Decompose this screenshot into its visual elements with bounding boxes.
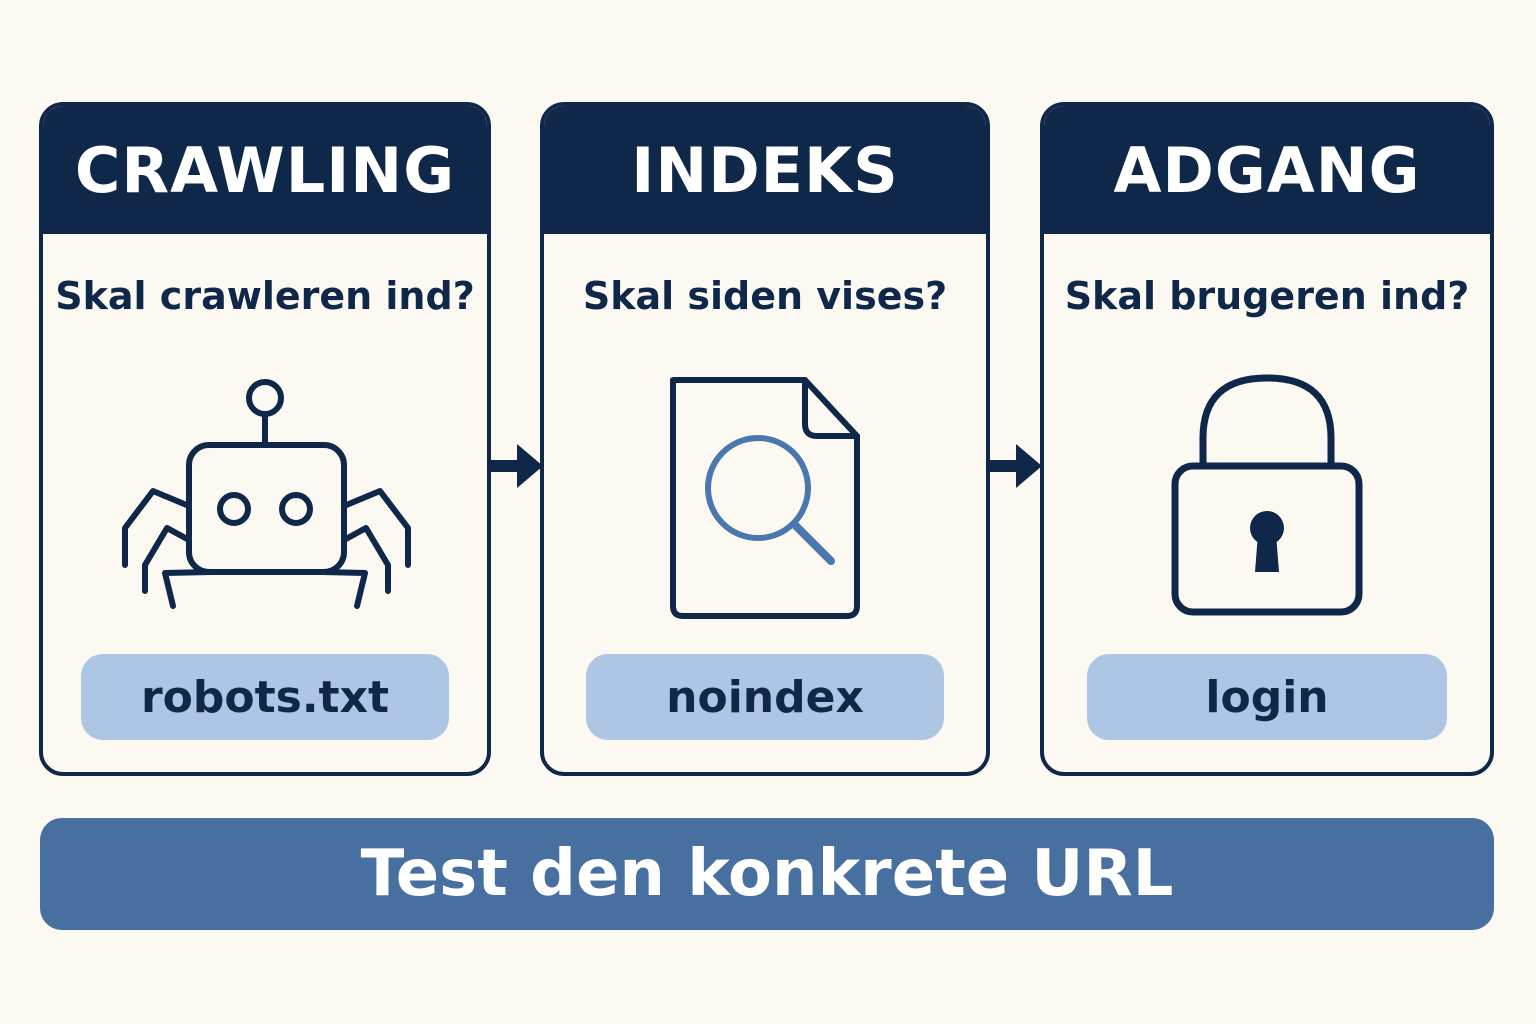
lock-icon (1044, 368, 1490, 628)
step-card-adgang: ADGANG Skal brugeren ind? login (1040, 102, 1494, 776)
step-card-indeks: INDEKS Skal siden vises? noindex (540, 102, 990, 776)
document-search-icon (544, 368, 986, 628)
step-question: Skal crawleren ind? (55, 274, 475, 318)
arrow-right-icon (990, 440, 1042, 492)
step-title: INDEKS (544, 106, 986, 234)
step-tag: robots.txt (81, 654, 449, 740)
step-tag: noindex (586, 654, 944, 740)
step-card-crawling: CRAWLING Skal crawleren ind? robots.txt (39, 102, 491, 776)
step-question: Skal siden vises? (582, 274, 948, 318)
robot-spider-icon (43, 368, 487, 628)
arrow-right-icon (491, 440, 543, 492)
step-tag: login (1087, 654, 1447, 740)
step-question: Skal brugeren ind? (1064, 274, 1470, 318)
footer-banner: Test den konkrete URL (40, 818, 1494, 930)
step-title: CRAWLING (43, 106, 487, 234)
step-title: ADGANG (1044, 106, 1490, 234)
